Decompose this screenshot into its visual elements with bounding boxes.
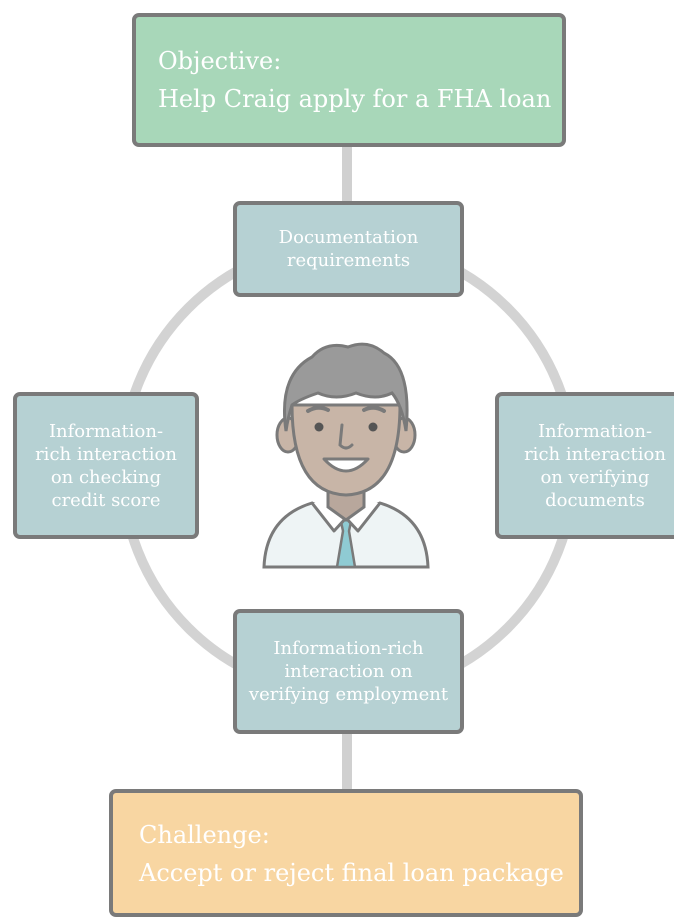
node-line: Information-rich bbox=[273, 638, 424, 659]
node-verifying-employment: Information-rich interaction on verifyin… bbox=[233, 609, 464, 734]
node-line: credit score bbox=[51, 489, 161, 511]
objective-text: Objective: Help Craig apply for a FHA lo… bbox=[158, 42, 551, 118]
node-line: documents bbox=[545, 489, 645, 511]
node-line: rich interaction bbox=[35, 443, 177, 465]
challenge-text: Challenge: Accept or reject final loan p… bbox=[139, 816, 564, 892]
objective-description: Help Craig apply for a FHA loan bbox=[158, 85, 552, 113]
node-line: rich interaction bbox=[524, 443, 666, 465]
node-line: interaction on bbox=[284, 661, 413, 682]
challenge-heading: Challenge: bbox=[139, 821, 270, 849]
node-line: verifying employment bbox=[248, 684, 449, 705]
node-verifying-documents: Information- rich interaction on verifyi… bbox=[495, 392, 674, 539]
smiling-man-avatar-icon bbox=[262, 342, 430, 569]
node-line: Information- bbox=[537, 420, 653, 442]
node-documentation: Documentation requirements bbox=[233, 201, 464, 297]
objective-box: Objective: Help Craig apply for a FHA lo… bbox=[132, 13, 566, 147]
node-line: on verifying bbox=[540, 466, 650, 488]
node-line: on checking bbox=[50, 466, 162, 488]
challenge-box: Challenge: Accept or reject final loan p… bbox=[109, 789, 583, 917]
node-line: Information- bbox=[48, 420, 164, 442]
objective-heading: Objective: bbox=[158, 47, 282, 75]
challenge-description: Accept or reject final loan package bbox=[139, 859, 564, 887]
node-line: requirements bbox=[286, 250, 411, 271]
node-line: Documentation bbox=[278, 227, 419, 248]
node-credit-score: Information- rich interaction on checkin… bbox=[13, 392, 199, 539]
